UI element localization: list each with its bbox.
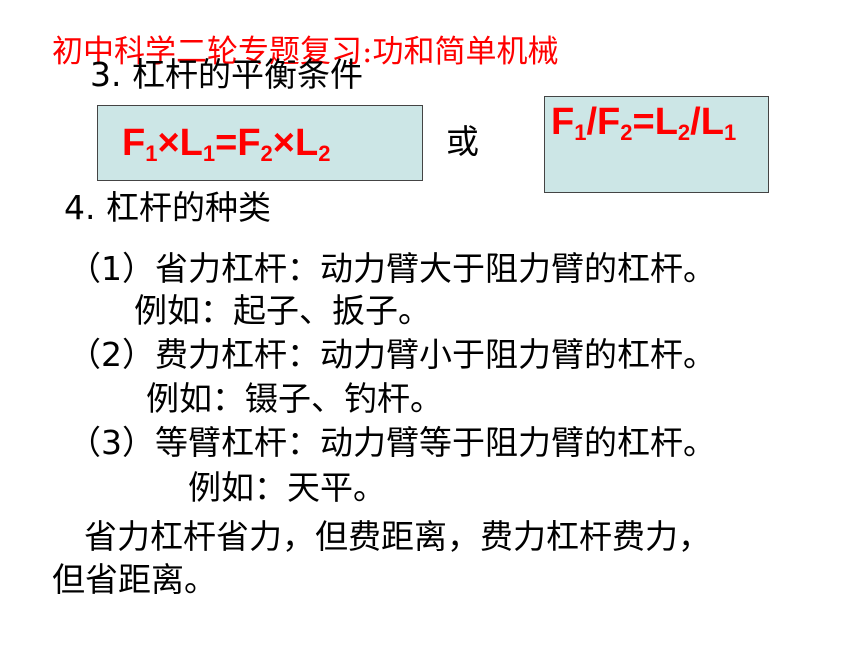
summary-line-2: 但省距离。 <box>52 560 217 599</box>
lever-type-3-example: 例如：天平。 <box>188 468 386 507</box>
balance-formula-ratio: F1/F2=L2/L1 <box>551 101 737 145</box>
balance-formula-product: F1×L1=F2×L2 <box>122 122 331 166</box>
summary-line-1: 省力杠杆省力，但费距离，费力杠杆费力， <box>84 517 711 556</box>
lever-type-1: （1）省力杠杆：动力臂大于阻力臂的杠杆。 <box>68 249 716 288</box>
formula-box-1 <box>97 105 423 181</box>
or-connector: 或 <box>446 122 479 161</box>
lever-type-1-example: 例如：起子、扳子。 <box>134 291 431 330</box>
formula-box-2 <box>544 96 769 193</box>
lever-type-2-example: 例如：镊子、钓杆。 <box>146 379 443 418</box>
section-3-heading: 3. 杠杆的平衡条件 <box>90 55 363 94</box>
lever-type-2: （2）费力杠杆：动力臂小于阻力臂的杠杆。 <box>68 335 716 374</box>
slide-title: 初中科学二轮专题复习:功和简单机械 <box>52 34 559 70</box>
section-4-heading: 4. 杠杆的种类 <box>64 188 271 227</box>
lever-type-3: （3）等臂杠杆：动力臂等于阻力臂的杠杆。 <box>68 423 716 462</box>
